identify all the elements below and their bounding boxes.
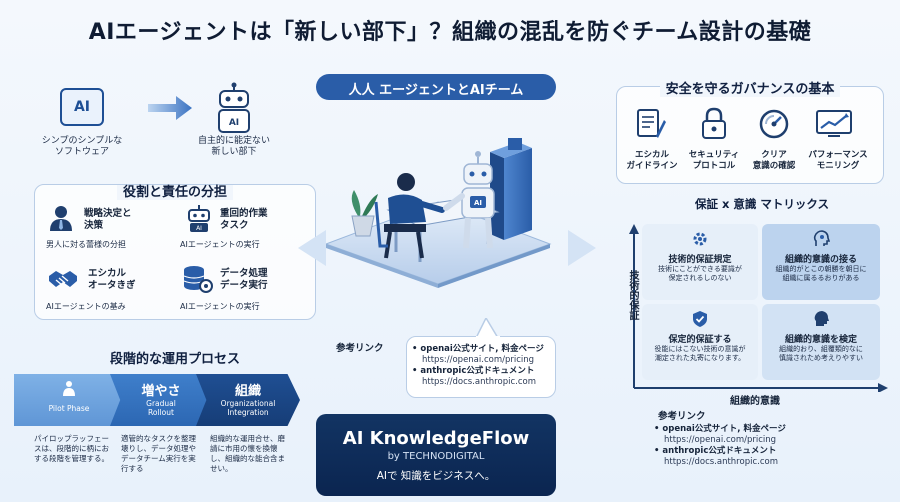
center-ref-anthropic-name: • anthropic公式ドキュメント	[412, 366, 535, 376]
page-title: AIエージェントは「新しい部下」？組織の混乱を防ぐチーム設計の基礎	[88, 20, 812, 45]
matrix-cell-protect-title: 保定的保証する	[668, 335, 732, 345]
role-data-title: データ処理 データ実行	[220, 268, 268, 291]
matrix-cell-tech: 技術的保証規定 技術にことができる要識が 保定されるしのない	[642, 224, 758, 300]
center-refs-list: • openai公式サイト, 料金ページ https://openai.com/…	[412, 344, 554, 388]
human-ai-desk-illustration: AI	[318, 112, 558, 292]
right-ref-openai-name-text: openai公式サイト, 料金ページ	[662, 424, 786, 434]
roles-heading-text: 役割と責任の分担	[116, 185, 233, 200]
right-ref-anthropic-url[interactable]: https://docs.anthropic.com	[664, 457, 778, 467]
matrix-cell-org-high: 組織的意識の接る 組織的がとこの朝勝を朝日に 組織に属るるおりがある	[762, 224, 880, 300]
matrix-cell-org-high-title: 組織的意識の接る	[784, 255, 857, 265]
head-profile-icon	[762, 310, 880, 332]
old-software-icon-text: AI	[73, 99, 91, 115]
rollout-step-en: Gradual Rollout	[146, 399, 176, 417]
gov-performance-label: パフォーマンス モニリング	[808, 150, 868, 171]
matrix-cell-org-verify-sub: 組織的おり、組覆類的なに 慎識されため考えりやすい	[779, 345, 863, 362]
center-ref-anthropic-name-text: anthropic公式ドキュメント	[420, 366, 535, 376]
lock-icon	[700, 106, 728, 144]
right-refs: 参考リンク • openai公式サイト, 料金ページ https://opena…	[654, 408, 884, 468]
gov-ethics-label: エシカル ガイドライン	[626, 150, 678, 171]
center-ref-openai-url[interactable]: https://openai.com/pricing	[422, 355, 535, 365]
brain-head-icon	[762, 230, 880, 252]
matrix-axes	[620, 224, 890, 396]
right-refs-label: 参考リンク	[658, 411, 706, 422]
trend-chart-icon	[816, 110, 852, 142]
roles-panel	[34, 184, 316, 320]
gov-clear-label: クリア 意識の確認	[752, 150, 796, 171]
matrix-cell-tech-sub: 技術にことができる要識が 保定されるしのない	[658, 265, 742, 282]
right-ref-openai-name: • openai公式サイト, 料金ページ	[654, 424, 786, 434]
center-refs-pointer	[474, 316, 506, 342]
handshake-icon	[48, 268, 78, 294]
robot-icon: AI	[186, 204, 212, 236]
role-repetitive-title: 重回的作業 タスク	[220, 208, 268, 231]
process-step-pilot: Pilot Phase	[14, 374, 124, 426]
brand-by: by TECHNODIGITAL	[387, 451, 485, 462]
governance-heading: 安全を守るガバナンスの基本	[616, 78, 884, 97]
gauge-icon	[758, 108, 790, 144]
gov-security-label: セキュリティ プロトコル	[688, 150, 740, 171]
database-gear-icon	[182, 264, 214, 298]
right-ref-openai-url[interactable]: https://openai.com/pricing	[664, 435, 777, 445]
left-connector-arrow	[298, 230, 326, 270]
person-icon	[48, 204, 74, 236]
matrix-cell-org-high-sub: 組織的がとこの朝勝を朝日に 組織に属るるおりがある	[775, 265, 867, 282]
integration-step-big: 組織	[234, 384, 261, 399]
shield-check-icon	[642, 310, 758, 332]
document-pen-icon	[636, 108, 666, 144]
process-heading: 段階的な運用プロセス	[109, 352, 240, 367]
brand-card: AI KnowledgeFlow by TECHNODIGITAL AIで 知識…	[316, 414, 556, 496]
matrix-cell-protect-sub: 役能にはこない技術の意識が 潮定された丸寄になります。	[654, 345, 746, 362]
pilot-step-en: Pilot Phase	[48, 404, 90, 413]
matrix-cell-org-verify: 組織的意識を検定 組織的おり、組覆類的なに 慎識されため考えりやすい	[762, 304, 880, 380]
robot-chest-label: AI	[474, 199, 482, 207]
rollout-step-big: 増やさ	[141, 384, 181, 399]
robot-chest-text: AI	[229, 118, 239, 128]
process-step-integration: 組織 Organizational Integration	[196, 374, 300, 426]
process-step-rollout: 増やさ Gradual Rollout	[110, 374, 212, 426]
integration-step-desc: 組織的な運用合せ、磨請に市用の懐を換懐し、組織的な能合含ませい。	[210, 434, 285, 473]
role-repetitive-sub: AIエージェントの実行	[180, 240, 260, 249]
matrix-x-label: 組織的意識	[730, 396, 780, 407]
governance-heading-text: 安全を守るガバナンスの基本	[659, 82, 841, 97]
matrix-cell-org-verify-title: 組織的意識を検定	[784, 335, 857, 345]
old-software-icon: AI	[60, 88, 104, 126]
matrix-cell-protect: 保定的保証する 役能にはこない技術の意識が 潮定された丸寄になります。	[642, 304, 758, 380]
center-ref-openai-name-text: openai公式サイト, 料金ページ	[420, 344, 544, 354]
role-data-sub: AIエージェントの実行	[180, 302, 260, 311]
center-ref-openai-name: • openai公式サイト, 料金ページ	[412, 344, 544, 354]
role-ethics-sub: AIエージェントの基み	[46, 302, 126, 311]
center-ref-anthropic-url[interactable]: https://docs.anthropic.com	[422, 377, 536, 387]
rollout-step-desc: 適管的なタスクを整理壊りし、データ処理やデータチーム実行を実行する	[121, 434, 196, 473]
brand-name: AI KnowledgeFlow	[342, 428, 530, 449]
right-connector-arrow	[568, 230, 596, 270]
right-ref-anthropic-name: • anthropic公式ドキュメント	[654, 446, 777, 456]
role-strategy-title: 戦略決定と 決策	[84, 208, 132, 231]
right-ref-anthropic-name-text: anthropic公式ドキュメント	[662, 446, 777, 456]
center-team-pill: 人人 エージェントとAIチーム	[316, 74, 556, 100]
integration-step-en: Organizational Integration	[220, 399, 276, 417]
arrow-right-icon	[148, 96, 192, 124]
matrix-heading: 保証 x 意識 マトリックス	[694, 197, 830, 211]
roles-heading: 役割と責任の分担	[34, 181, 316, 200]
brand-tagline: AIで 知識をビジネスへ。	[376, 470, 496, 482]
svg-text:AI: AI	[196, 225, 202, 232]
robot-subordinate-icon: AI	[214, 82, 254, 138]
matrix-y-label: 技術的保証	[627, 270, 638, 320]
new-subordinate-label: 自主的に能定ない 新しい部下	[197, 136, 270, 157]
role-ethics-title: エシカル オータきぎ	[88, 268, 136, 291]
matrix-cell-tech-title: 技術的保証規定	[668, 255, 732, 265]
center-refs-label: 参考リンク	[336, 343, 384, 354]
gear-icon	[642, 230, 758, 252]
pilot-person-icon	[14, 380, 124, 400]
old-software-label: シンプのシンプルな ソフトウェア	[41, 136, 123, 157]
role-strategy-sub: 男人に対る蕾様の分担	[46, 240, 126, 249]
pilot-step-desc: パイロップラッフェースは、段階的に柄におする段階を管理する。	[34, 434, 109, 463]
